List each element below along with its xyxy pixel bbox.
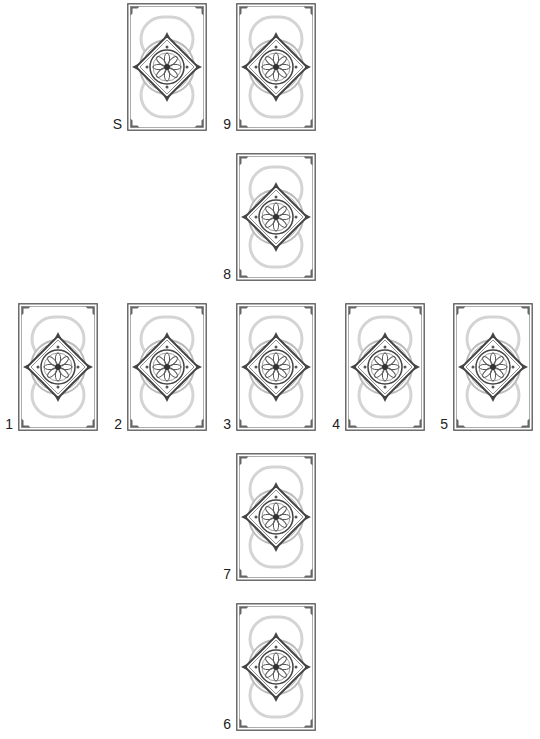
position-number: 5 — [439, 417, 449, 431]
position-number: 3 — [222, 417, 232, 431]
position-number: 2 — [113, 417, 123, 431]
card-back — [236, 453, 316, 581]
position-number: 1 — [4, 417, 14, 431]
tarot-card: 2 — [127, 303, 207, 431]
card-back — [236, 303, 316, 431]
tarot-card: S — [127, 3, 207, 131]
position-number: 6 — [222, 717, 232, 731]
position-number: S — [112, 117, 123, 131]
card-back — [236, 603, 316, 731]
card-back — [236, 153, 316, 281]
tarot-card: 6 — [236, 603, 316, 731]
tarot-card: 4 — [345, 303, 425, 431]
card-back — [127, 3, 207, 131]
tarot-card: 9 — [236, 3, 316, 131]
position-number: 9 — [222, 117, 232, 131]
card-back — [236, 3, 316, 131]
tarot-card: 1 — [18, 303, 98, 431]
card-back — [18, 303, 98, 431]
card-back — [345, 303, 425, 431]
position-number: 4 — [331, 417, 341, 431]
position-number: 7 — [222, 567, 232, 581]
card-back — [127, 303, 207, 431]
tarot-card: 7 — [236, 453, 316, 581]
card-back — [453, 303, 533, 431]
position-number: 8 — [222, 267, 232, 281]
tarot-card: 8 — [236, 153, 316, 281]
tarot-card: 5 — [453, 303, 533, 431]
tarot-card: 3 — [236, 303, 316, 431]
